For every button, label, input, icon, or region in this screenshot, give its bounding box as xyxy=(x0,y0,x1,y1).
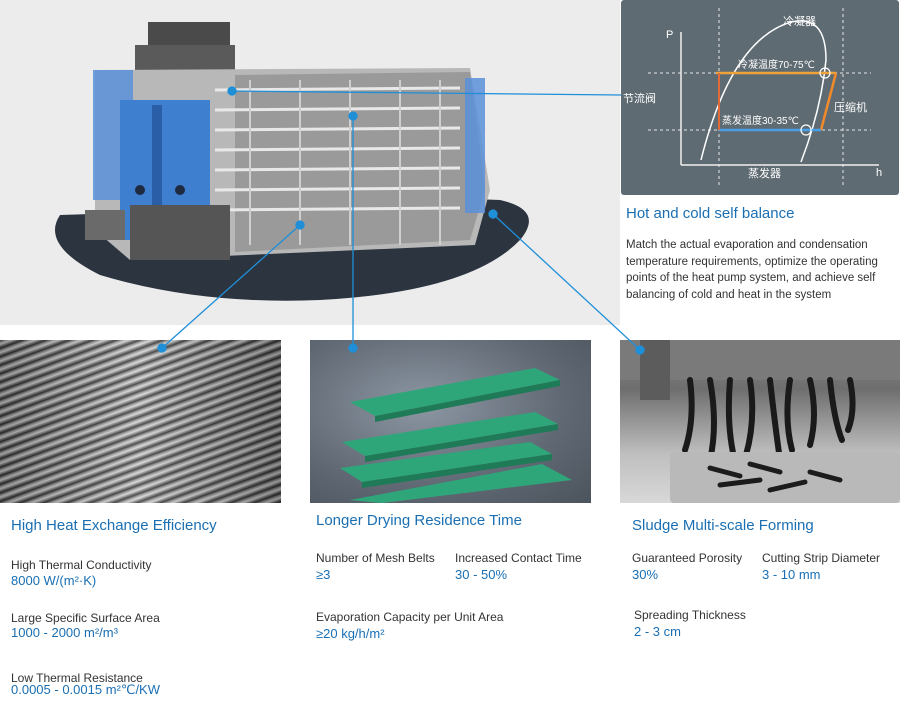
heat-exchange-title: High Heat Exchange Efficiency xyxy=(11,517,217,534)
spec-label: High Thermal Conductivity xyxy=(11,558,152,572)
spec-value: 8000 W/(m²·K) xyxy=(11,573,97,588)
green-mesh-belt xyxy=(350,464,572,503)
saturation-dome xyxy=(700,20,827,163)
spec-label: Increased Contact Time xyxy=(455,551,582,565)
h-axis-label: h xyxy=(876,167,882,179)
throttle-valve-label: 节流阀 xyxy=(623,91,656,105)
balance-description: Match the actual evaporation and condens… xyxy=(626,239,878,301)
spec-label: Spreading Thickness xyxy=(634,608,746,622)
p-axis-label: P xyxy=(666,29,673,41)
spec-label: Guaranteed Porosity xyxy=(632,551,743,565)
condenser-label: 冷凝器 xyxy=(783,14,816,28)
spec-value: 2 - 3 cm xyxy=(634,624,681,639)
pressure-enthalpy-diagram xyxy=(621,0,899,195)
mesh-belts-photo xyxy=(310,340,591,503)
condensing-temp-label: 冷凝温度70-75℃ xyxy=(738,58,815,71)
spec-label: Low Thermal Resistance xyxy=(11,671,143,685)
spec-value: 30% xyxy=(632,567,659,582)
spec-label: Number of Mesh Belts xyxy=(316,551,435,565)
sludge-title: Sludge Multi-scale Forming xyxy=(632,517,814,534)
spec-value: ≥3 xyxy=(316,567,331,582)
balance-title: Hot and cold self balance xyxy=(626,205,795,222)
spec-value: 3 - 10 mm xyxy=(762,567,821,582)
green-mesh-belt xyxy=(340,442,552,488)
spec-label: Large Specific Surface Area xyxy=(11,611,160,625)
spec-value: 1000 - 2000 m²/m³ xyxy=(11,625,118,640)
green-mesh-belt xyxy=(342,412,558,462)
evaporator-label: 蒸发器 xyxy=(748,166,781,180)
sludge-strips-photo xyxy=(620,340,900,503)
spec-label: Evaporation Capacity per Unit Area xyxy=(316,610,504,624)
green-mesh-belt xyxy=(350,368,560,422)
spec-label: Cutting Strip Diameter xyxy=(762,551,881,565)
drying-title: Longer Drying Residence Time xyxy=(316,512,522,529)
spec-value: 0.0005 - 0.0015 m²℃/KW xyxy=(11,682,160,697)
spec-value: 30 - 50% xyxy=(455,567,508,582)
evaporating-temp-label: 蒸发温度30-35℃ xyxy=(722,114,799,127)
heat-exchanger-fins-photo xyxy=(0,340,281,503)
ph-diagram-graphics: P h 冷凝器 冷凝温度70-75℃ 节流阀 压缩机 蒸发温度30-35℃ 蒸发… xyxy=(623,8,882,188)
dryer-machine-illustration xyxy=(55,22,529,301)
spec-value: ≥20 kg/h/m² xyxy=(316,626,385,641)
compressor-label: 压缩机 xyxy=(834,100,867,114)
